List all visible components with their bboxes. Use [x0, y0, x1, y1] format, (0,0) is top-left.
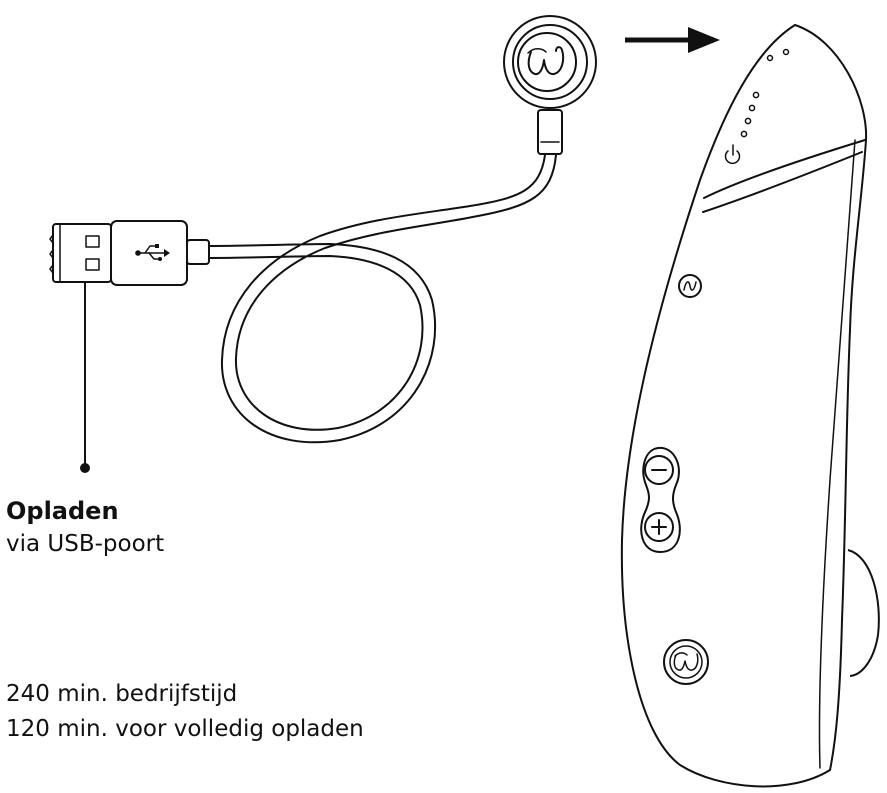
power-button[interactable]: [724, 144, 741, 165]
charge-time-spec: 120 min. voor volledig opladen: [6, 716, 364, 742]
wave-mode-icon: [683, 281, 697, 291]
charging-title: Opladen: [6, 497, 119, 525]
charging-cable: [208, 109, 563, 444]
w-logo-icon: [673, 652, 699, 671]
usb-symbol-icon: [135, 244, 170, 261]
w-logo-icon: [527, 46, 565, 76]
plus-icon: [651, 519, 667, 535]
minus-button[interactable]: [644, 455, 674, 485]
intensity-buttons: [640, 446, 681, 554]
runtime-spec: 240 min. bedrijfstijd: [6, 681, 238, 707]
charging-subtitle: via USB-poort: [6, 531, 165, 557]
arrow-right-icon: [625, 27, 720, 53]
device-logo-button[interactable]: [663, 639, 709, 685]
device-body: [620, 23, 880, 788]
plus-button[interactable]: [644, 512, 674, 542]
power-icon: [724, 144, 741, 165]
magnetic-charger-head: [503, 15, 597, 109]
charging-pointer: [80, 281, 90, 473]
mode-button[interactable]: [678, 274, 702, 298]
usb-plug: [49, 220, 210, 286]
